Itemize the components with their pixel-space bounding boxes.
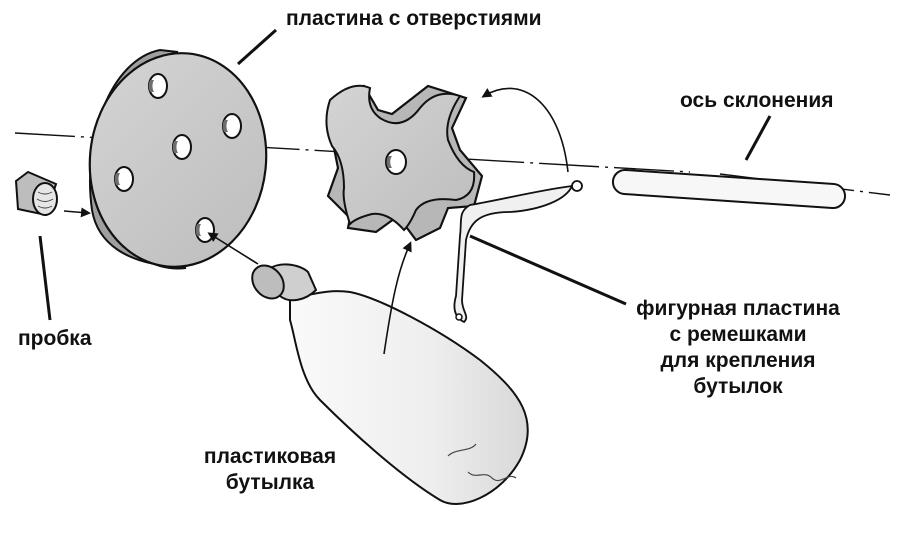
leader-cork <box>38 235 52 321</box>
label-plastic-bottle: пластиковая бутылка <box>180 444 360 496</box>
cross-plate-shape <box>325 84 583 324</box>
leader-axis <box>744 115 772 161</box>
leader-plate <box>236 28 278 66</box>
strap <box>453 184 574 324</box>
cork-arrow <box>63 207 91 218</box>
bottle-up-arrow <box>383 241 412 355</box>
label-declination-axis: ось склонения <box>680 89 834 112</box>
bottle-shape <box>251 263 529 505</box>
curved-arrow <box>481 87 569 173</box>
label-shaped-plate: фигурная пластина с ремешками для крепле… <box>618 296 858 400</box>
axis-rod-shape <box>612 168 846 210</box>
label-plastic-bottle-line-1: пластиковая <box>203 445 337 468</box>
label-shaped-plate-line-3: для крепления <box>660 349 816 372</box>
label-plastic-bottle-line-2: бутылка <box>225 471 315 494</box>
leader-shaped-plate <box>469 234 627 306</box>
label-plate-with-holes: пластина с отверстиями <box>286 7 542 30</box>
label-shaped-plate-line-2: с ремешками <box>669 323 807 346</box>
label-shaped-plate-line-4: бутылок <box>693 375 783 398</box>
bottle-to-hole-arrow <box>207 232 259 265</box>
label-shaped-plate-line-1: фигурная пластина <box>636 297 840 320</box>
cork-shape <box>14 170 58 217</box>
label-cork: пробка <box>18 327 92 350</box>
round-plate-shape <box>88 48 268 270</box>
